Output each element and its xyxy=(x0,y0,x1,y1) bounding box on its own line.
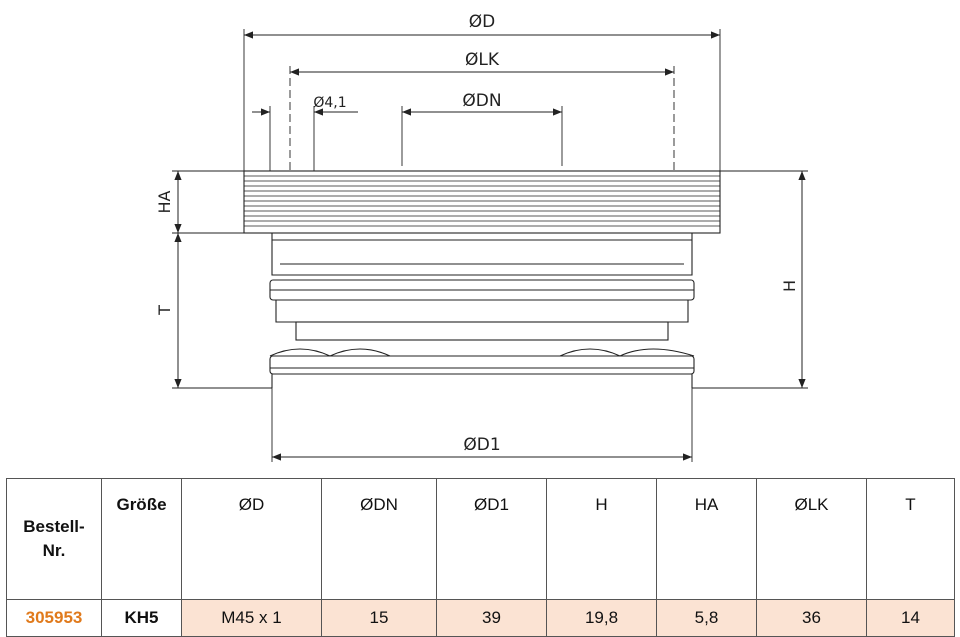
label-t: T xyxy=(155,305,174,316)
label-lk: ØLK xyxy=(465,50,500,70)
header-h: H xyxy=(546,478,657,600)
cell-d: M45 x 1 xyxy=(181,599,322,637)
header-order-no-line2: Nr. xyxy=(42,541,66,560)
header-dn: ØDN xyxy=(321,478,437,600)
header-d1: ØD1 xyxy=(436,478,547,600)
cell-lk: 36 xyxy=(756,599,867,637)
spec-table: Bestell- Nr. Größe ØD ØDN ØD1 H HA ØLK T… xyxy=(6,478,955,637)
header-lk: ØLK xyxy=(756,478,867,600)
technical-drawing: ØD ØLK Ø4,1 ØDN HA T H ØD1 xyxy=(155,12,808,462)
cell-h: 19,8 xyxy=(546,599,657,637)
header-ha: HA xyxy=(656,478,757,600)
header-t: T xyxy=(866,478,955,600)
cell-size: KH5 xyxy=(101,599,182,637)
label-h: H xyxy=(780,280,799,292)
label-dn: ØDN xyxy=(462,91,501,111)
dimension-lines xyxy=(174,31,806,461)
cell-t: 14 xyxy=(866,599,955,637)
label-hole: Ø4,1 xyxy=(313,95,346,111)
cell-ha: 5,8 xyxy=(656,599,757,637)
cell-d1: 39 xyxy=(436,599,547,637)
cell-dn: 15 xyxy=(321,599,437,637)
cell-order-no: 305953 xyxy=(6,599,102,637)
extension-lines xyxy=(172,29,808,462)
label-d1: ØD1 xyxy=(463,435,500,455)
thread-lines xyxy=(244,175,720,227)
table-header-row: Bestell- Nr. Größe ØD ØDN ØD1 H HA ØLK T xyxy=(6,478,955,600)
header-size: Größe xyxy=(101,478,182,600)
header-d: ØD xyxy=(181,478,322,600)
part-outline xyxy=(243,170,721,388)
header-order-no: Bestell- Nr. xyxy=(6,478,102,600)
label-d: ØD xyxy=(469,12,495,32)
label-ha: HA xyxy=(155,190,174,213)
table-row: 305953 KH5 M45 x 1 15 39 19,8 5,8 36 14 xyxy=(6,599,955,637)
header-order-no-line1: Bestell- xyxy=(23,517,85,536)
